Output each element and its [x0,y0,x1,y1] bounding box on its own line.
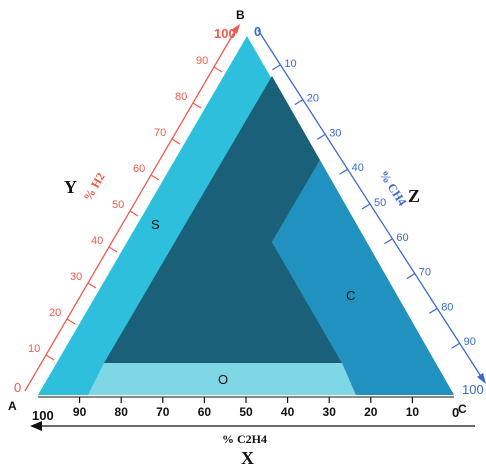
c2h4-axis-end-value: 0 [452,405,459,420]
zone-c-region [272,160,454,395]
ch4-axis-end-value: 100 [462,382,484,397]
x-axis-letter: X [241,448,254,468]
ch4-axis: 10 20 30 40 50 60 70 80 90 [257,29,486,384]
z-axis-tick-mark [406,273,416,280]
x-axis-tick-label: 40 [281,405,295,419]
y-axis-letter: Y [64,177,77,197]
z-axis-letter: Z [408,186,420,206]
y-axis-tick-mark [213,66,223,73]
z-axis-tick-mark [294,99,304,106]
x-axis-tick-label: 50 [239,405,253,419]
z-axis-tick-label: 40 [352,162,364,174]
x-axis-tick-label: 20 [364,405,378,419]
x-axis-tick-label: 80 [115,405,129,419]
x-axis-tick-label: 30 [323,405,337,419]
z-axis-tick-mark [339,168,348,175]
x-axis-tick-label: 10 [406,405,420,419]
y-axis-tick-label: 90 [196,55,208,67]
y-axis-tick-label: 80 [175,91,187,103]
y-axis-tick-label: 10 [28,343,40,355]
h2-axis-start-value: 0 [14,380,21,395]
y-axis-tick-label: 50 [112,199,124,211]
c2h4-axis-start-value: 100 [32,408,54,423]
zone-o-region [88,363,356,395]
zone-s-label: S [151,217,160,232]
z-axis-tick-mark [384,238,393,245]
z-axis-tick-label: 50 [374,197,386,209]
y-axis-tick-mark [108,246,118,253]
y-axis-tick-label: 40 [91,235,103,247]
h2-axis-end-value: 100 [214,26,236,41]
x-axis-tick-label: 90 [73,405,87,419]
y-axis-tick-mark [150,174,160,181]
z-axis-tick-label: 30 [329,127,341,139]
z-axis-tick-mark [272,64,281,71]
y-axis-tick-label: 30 [70,271,82,283]
x-axis-tick-label: 60 [198,405,212,419]
h2-axis: 10 20 30 40 50 60 70 80 90 [24,24,240,392]
y-axis-tick-mark [192,102,202,109]
y-axis-tick-label: 20 [49,307,61,319]
vertex-a-label: A [8,399,17,413]
vertex-c-label: C [458,402,467,416]
z-axis-tick-label: 20 [307,93,319,105]
z-axis-tick-label: 10 [284,58,296,70]
x-axis-tick-label: 70 [156,405,170,419]
c2h4-axis-title: % C2H4 [222,432,267,446]
vertex-b-label: B [236,8,245,22]
y-axis-tick-mark [66,318,76,325]
y-axis-tick-mark [87,282,97,289]
z-axis-tick-label: 60 [396,232,408,244]
y-axis-tick-label: 70 [154,127,166,139]
z-axis-tick-label: 90 [464,336,476,348]
y-axis-tick-mark [45,354,55,361]
z-axis-tick-label: 80 [441,301,453,313]
y-axis-tick-label: 60 [133,163,145,175]
ch4-axis-start-value: 0 [254,24,261,39]
y-axis-tick-mark [171,138,181,145]
z-axis-tick-mark [316,133,326,140]
z-axis-tick-mark [428,307,438,314]
c2h4-axis: 90 80 70 60 50 40 30 20 10 [30,396,475,431]
zone-c-label: C [346,288,355,303]
y-axis-tick-mark [129,210,139,217]
z-axis-tick-mark [451,342,460,349]
zone-center-region [104,76,342,363]
zone-o-label: O [218,372,228,387]
z-axis-tick-mark [361,203,371,210]
z-axis-tick-label: 70 [419,267,431,279]
h2-axis-title: % H2 [80,170,107,203]
